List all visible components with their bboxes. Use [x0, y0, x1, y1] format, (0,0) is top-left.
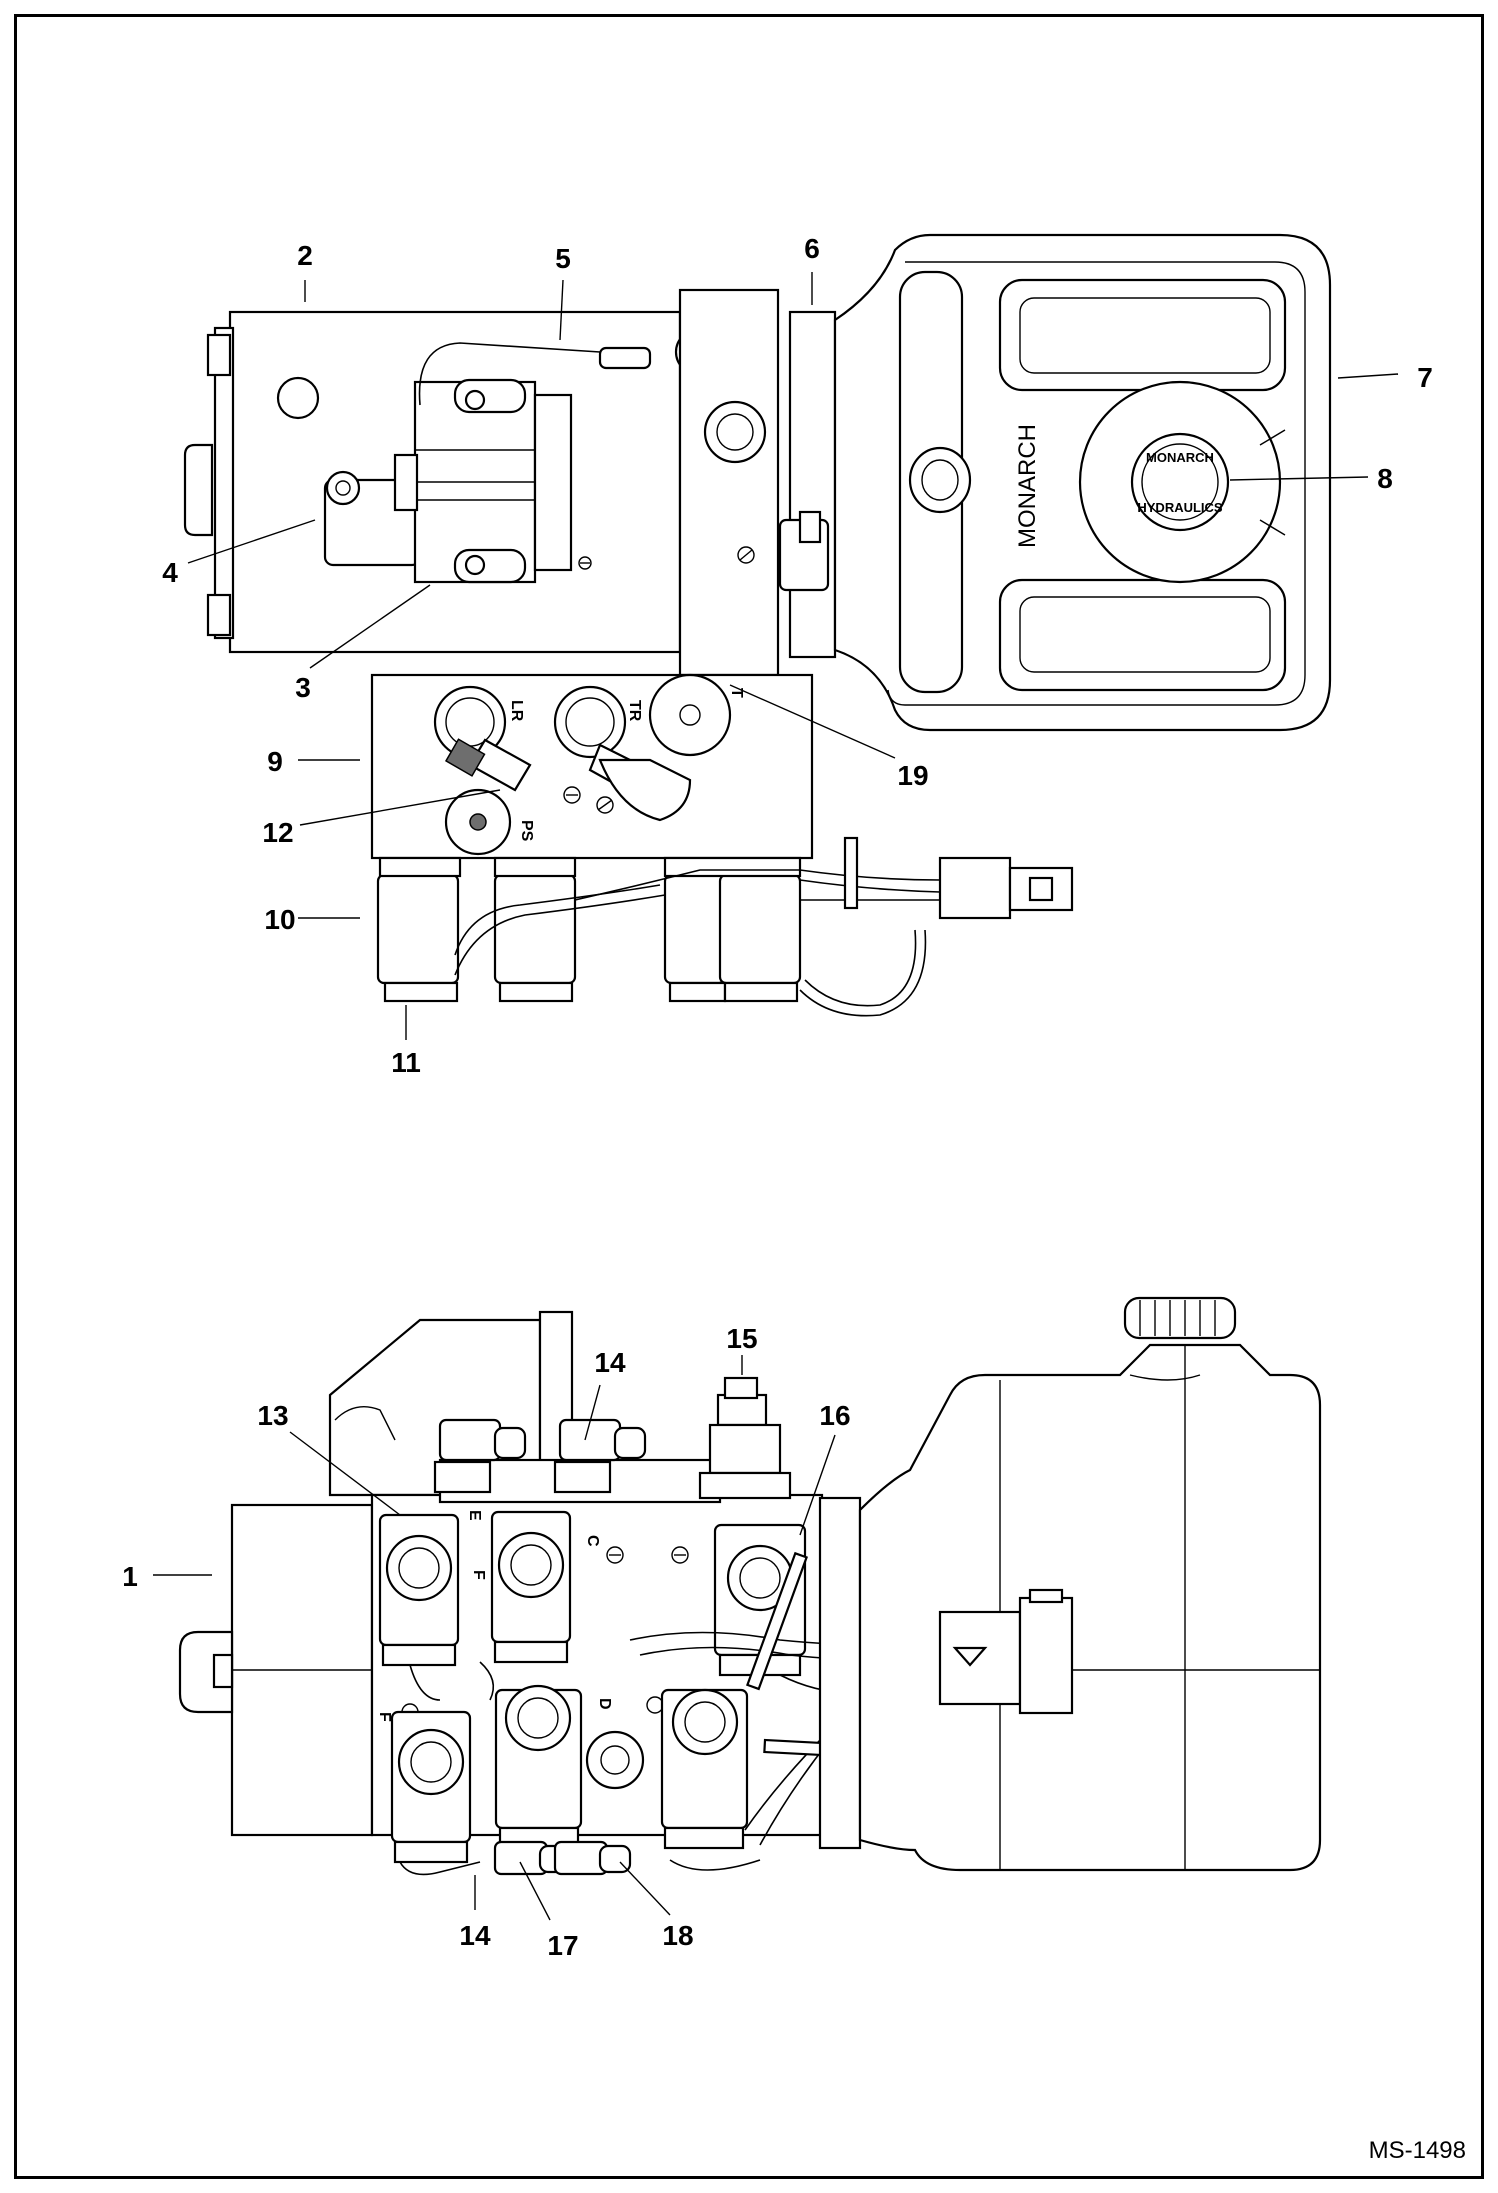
tank-rib-bottom	[998, 578, 1287, 692]
port-mark-d: D	[596, 1698, 613, 1710]
leader-lines	[153, 272, 1399, 1921]
side-view: E C F F D	[178, 1296, 1322, 1876]
reservoir-tank-side	[858, 1343, 1322, 1872]
center-plug	[585, 1730, 645, 1790]
callout-12: 12	[262, 817, 293, 848]
harness-connector	[938, 856, 1012, 920]
drawing-border	[14, 14, 1484, 2179]
callout-11: 11	[391, 1047, 421, 1078]
callout-6: 6	[804, 233, 820, 264]
coil-right	[660, 1688, 749, 1850]
port-mark-e: E	[466, 1510, 483, 1521]
cable-tie	[843, 836, 859, 910]
adapter-block	[678, 288, 780, 677]
callout-10: 10	[264, 904, 295, 935]
callout-14-bottom: 14	[459, 1920, 491, 1951]
starter-solenoid	[323, 378, 592, 584]
fitting-tr	[553, 685, 692, 822]
port-t-cap	[648, 673, 732, 757]
callout-18: 18	[662, 1920, 693, 1951]
motor-terminal-side	[178, 1630, 234, 1714]
motor-end-cap	[213, 326, 235, 640]
filler-cap-side	[1123, 1296, 1237, 1340]
tank-flange-side	[818, 1496, 862, 1850]
callout-19: 19	[897, 760, 928, 791]
callout-3: 3	[295, 672, 311, 703]
callout-9: 9	[267, 746, 283, 777]
motor-plug	[276, 376, 320, 420]
callout-5: 5	[555, 243, 571, 274]
coil-d	[494, 1684, 583, 1850]
callout-17: 17	[547, 1930, 578, 1961]
motor-terminal	[183, 443, 214, 537]
tank-boss	[908, 446, 972, 514]
fitting-lr	[433, 685, 532, 792]
cap-text-top: MONARCH	[1146, 450, 1214, 465]
tank-flange	[788, 310, 837, 659]
coil-13	[378, 1513, 460, 1667]
harness-connector-side	[938, 1610, 1022, 1706]
port-mark-f2: F	[376, 1712, 393, 1722]
relief-valve-15	[698, 1376, 792, 1500]
callout-13: 13	[257, 1400, 288, 1431]
port-mark-ps: PS	[518, 820, 535, 842]
cap-text-bottom: HYDRAULICS	[1137, 500, 1223, 515]
callout-8: 8	[1377, 463, 1393, 494]
top-view: MONARCH MONARCH HYDRAULICS LR	[183, 233, 1332, 1017]
drawing-code: MS-1498	[1369, 2137, 1466, 2164]
callout-15: 15	[726, 1323, 757, 1354]
wire-connector	[598, 346, 652, 370]
harness-loop	[799, 929, 927, 1017]
fitting-14-top	[433, 1418, 647, 1494]
port-mark-t: T	[728, 688, 745, 698]
callout-7: 7	[1417, 362, 1433, 393]
callout-14-top: 14	[594, 1347, 626, 1378]
filler-cap	[1130, 432, 1230, 532]
port-mark-c: C	[584, 1535, 601, 1547]
callout-16: 16	[819, 1400, 850, 1431]
fittings-17-18	[493, 1840, 632, 1876]
callout-1: 1	[122, 1561, 138, 1592]
solenoid-coils-top	[376, 856, 802, 1003]
coil-f	[390, 1710, 472, 1864]
motor-bolt-top	[206, 333, 232, 377]
adapter-fitting	[703, 400, 767, 464]
port-mark-lr: LR	[508, 700, 525, 722]
cable-tie-diagonal	[746, 1551, 808, 1691]
tank-brand-text: MONARCH	[1014, 424, 1041, 548]
port-mark-tr: TR	[626, 700, 643, 722]
callout-4: 4	[162, 557, 178, 588]
coil-e	[490, 1510, 572, 1664]
motor-bolt-bottom	[206, 593, 232, 637]
callout-2: 2	[297, 240, 313, 271]
callouts: 2 5 6 7 8 4 3 9 19 12 10 11 15 14 13 16 …	[122, 233, 1433, 1961]
port-mark-f1: F	[470, 1570, 487, 1580]
